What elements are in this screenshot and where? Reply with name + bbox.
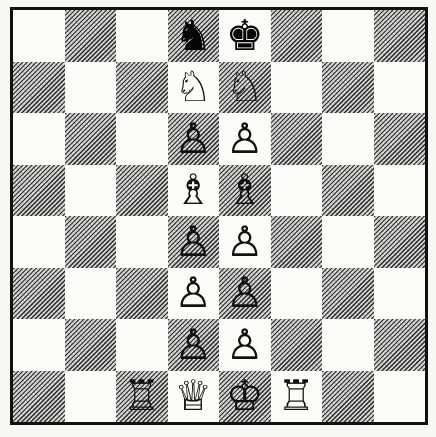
square-b3[interactable] bbox=[65, 268, 117, 320]
square-e4[interactable]: ♙ bbox=[219, 216, 271, 268]
white-knight-icon[interactable]: ♘ bbox=[168, 62, 220, 114]
white-queen-icon[interactable]: ♕ bbox=[168, 371, 220, 423]
square-d3[interactable]: ♙ bbox=[168, 268, 220, 320]
square-a2[interactable] bbox=[13, 319, 65, 371]
square-a7[interactable] bbox=[13, 62, 65, 114]
square-b7[interactable] bbox=[65, 62, 117, 114]
chess-board-frame: ♞♚♘♘♙♙♗♗♙♙♙♙♙♙♖♕♔♖ bbox=[10, 7, 428, 425]
square-d7[interactable]: ♘ bbox=[168, 62, 220, 114]
square-h6[interactable] bbox=[374, 113, 426, 165]
white-pawn-icon[interactable]: ♙ bbox=[168, 216, 220, 268]
square-h7[interactable] bbox=[374, 62, 426, 114]
white-bishop-icon[interactable]: ♗ bbox=[219, 165, 271, 217]
square-a6[interactable] bbox=[13, 113, 65, 165]
square-d4[interactable]: ♙ bbox=[168, 216, 220, 268]
square-c6[interactable] bbox=[116, 113, 168, 165]
square-h4[interactable] bbox=[374, 216, 426, 268]
black-knight-icon[interactable]: ♞ bbox=[168, 10, 220, 62]
square-g3[interactable] bbox=[322, 268, 374, 320]
square-b5[interactable] bbox=[65, 165, 117, 217]
square-e2[interactable]: ♙ bbox=[219, 319, 271, 371]
square-c7[interactable] bbox=[116, 62, 168, 114]
white-pawn-icon[interactable]: ♙ bbox=[219, 268, 271, 320]
square-e7[interactable]: ♘ bbox=[219, 62, 271, 114]
square-h8[interactable] bbox=[374, 10, 426, 62]
square-c3[interactable] bbox=[116, 268, 168, 320]
square-g1[interactable] bbox=[322, 371, 374, 423]
white-pawn-icon[interactable]: ♙ bbox=[219, 113, 271, 165]
square-c5[interactable] bbox=[116, 165, 168, 217]
square-c8[interactable] bbox=[116, 10, 168, 62]
square-d8[interactable]: ♞ bbox=[168, 10, 220, 62]
square-d1[interactable]: ♕ bbox=[168, 371, 220, 423]
white-pawn-icon[interactable]: ♙ bbox=[219, 319, 271, 371]
square-d2[interactable]: ♙ bbox=[168, 319, 220, 371]
white-king-icon[interactable]: ♔ bbox=[219, 371, 271, 423]
square-c1[interactable]: ♖ bbox=[116, 371, 168, 423]
square-h3[interactable] bbox=[374, 268, 426, 320]
square-a5[interactable] bbox=[13, 165, 65, 217]
square-f6[interactable] bbox=[271, 113, 323, 165]
square-f7[interactable] bbox=[271, 62, 323, 114]
white-rook-icon[interactable]: ♖ bbox=[116, 371, 168, 423]
square-a3[interactable] bbox=[13, 268, 65, 320]
square-e3[interactable]: ♙ bbox=[219, 268, 271, 320]
white-pawn-icon[interactable]: ♙ bbox=[168, 268, 220, 320]
square-d6[interactable]: ♙ bbox=[168, 113, 220, 165]
square-g8[interactable] bbox=[322, 10, 374, 62]
square-h1[interactable] bbox=[374, 371, 426, 423]
square-e1[interactable]: ♔ bbox=[219, 371, 271, 423]
square-d5[interactable]: ♗ bbox=[168, 165, 220, 217]
white-pawn-icon[interactable]: ♙ bbox=[168, 113, 220, 165]
square-h2[interactable] bbox=[374, 319, 426, 371]
white-rook-icon[interactable]: ♖ bbox=[271, 371, 323, 423]
square-b8[interactable] bbox=[65, 10, 117, 62]
white-bishop-icon[interactable]: ♗ bbox=[168, 165, 220, 217]
square-g2[interactable] bbox=[322, 319, 374, 371]
square-g4[interactable] bbox=[322, 216, 374, 268]
white-knight-icon[interactable]: ♘ bbox=[219, 62, 271, 114]
square-a4[interactable] bbox=[13, 216, 65, 268]
square-e8[interactable]: ♚ bbox=[219, 10, 271, 62]
square-g5[interactable] bbox=[322, 165, 374, 217]
square-a8[interactable] bbox=[13, 10, 65, 62]
square-g6[interactable] bbox=[322, 113, 374, 165]
square-b6[interactable] bbox=[65, 113, 117, 165]
square-f3[interactable] bbox=[271, 268, 323, 320]
square-e6[interactable]: ♙ bbox=[219, 113, 271, 165]
square-f5[interactable] bbox=[271, 165, 323, 217]
white-pawn-icon[interactable]: ♙ bbox=[219, 216, 271, 268]
square-f1[interactable]: ♖ bbox=[271, 371, 323, 423]
square-b4[interactable] bbox=[65, 216, 117, 268]
square-b2[interactable] bbox=[65, 319, 117, 371]
square-b1[interactable] bbox=[65, 371, 117, 423]
white-pawn-icon[interactable]: ♙ bbox=[168, 319, 220, 371]
square-c4[interactable] bbox=[116, 216, 168, 268]
chess-board: ♞♚♘♘♙♙♗♗♙♙♙♙♙♙♖♕♔♖ bbox=[13, 10, 425, 422]
square-e5[interactable]: ♗ bbox=[219, 165, 271, 217]
square-f8[interactable] bbox=[271, 10, 323, 62]
square-a1[interactable] bbox=[13, 371, 65, 423]
square-h5[interactable] bbox=[374, 165, 426, 217]
square-f4[interactable] bbox=[271, 216, 323, 268]
square-f2[interactable] bbox=[271, 319, 323, 371]
square-g7[interactable] bbox=[322, 62, 374, 114]
black-king-icon[interactable]: ♚ bbox=[219, 10, 271, 62]
square-c2[interactable] bbox=[116, 319, 168, 371]
